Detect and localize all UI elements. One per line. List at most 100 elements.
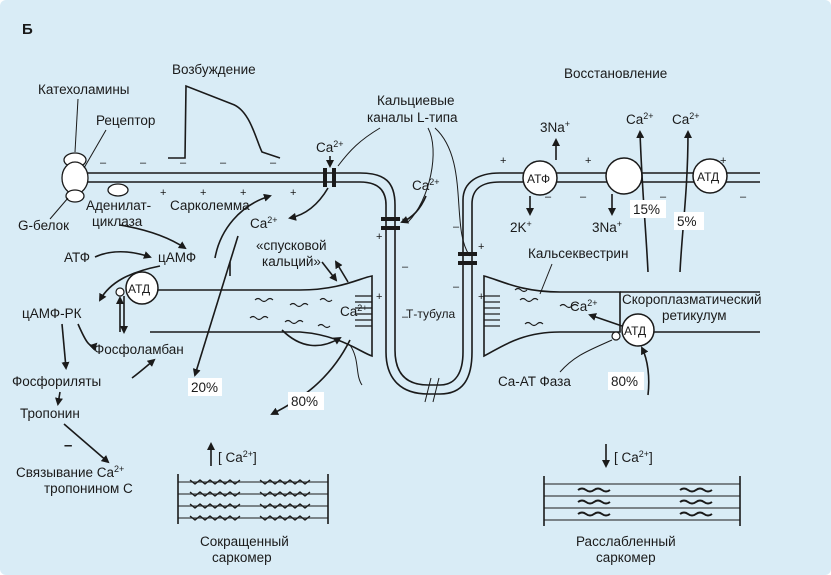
arrow-trigger-b [334,260,349,283]
label-trigger-1: «спусковой [256,238,327,253]
label-adenylate-2: циклаза [92,214,143,229]
label-2k-in: 2K+ [510,219,532,235]
conc-rise: [ Ca2+] [218,449,257,465]
sr-pump-regulator [611,331,621,341]
label-ca-atpase: Ca-AT Фаза [498,374,571,389]
svg-text:–: – [180,157,187,169]
ca-cytosol-1: Ca2+ [250,215,278,231]
pump-atd-sarcolemma [692,158,728,194]
sarcoplasmic-reticulum-right [483,274,760,358]
ca-sr-left: Ca2+ [340,303,368,319]
pointer-ca-atpase [559,339,613,373]
arrow-camp-channel [214,193,272,259]
label-3na-in: 3Na+ [592,219,622,235]
arrow-atp-camp [94,250,152,259]
l-type-channel-3 [458,252,477,265]
label-troponin: Тропонин [20,406,80,421]
pump-atd-left [125,271,159,305]
pointer-g-protein [49,197,69,220]
svg-text:–: – [453,221,460,233]
label-g-protein: G-белок [18,218,69,233]
badge-80-left-bg [288,392,324,410]
badge-20-bg [188,378,222,396]
svg-text:–: – [100,157,107,169]
label-atp: АТФ [64,250,90,265]
pointer-receptor [83,129,107,169]
svg-text:+: + [478,241,484,253]
pointer-catecholamines [74,98,79,153]
badge-80-right: 80% [611,374,638,389]
pointer-l-channels-c [434,127,471,257]
arrow-camp-pk [99,265,161,302]
sarcomere-contracted [177,474,329,524]
label-trigger-2: кальций» [262,254,321,269]
arrow-trigger-a [321,261,338,282]
pump-atd-left-label: АТД [128,282,150,296]
ca-entry-1: Ca2+ [316,139,344,155]
ca-sr-right: Ca2+ [570,298,598,314]
arrow-80-right [641,346,650,396]
label-relaxed-2: саркомер [596,550,656,565]
label-relaxed-1: Расслабленный [576,534,676,549]
pointer-l-channels-a [337,127,381,167]
receptor-complex [61,152,89,203]
badge-5: 5% [677,214,697,229]
svg-text:+: + [720,155,726,167]
svg-text:+: + [376,291,382,303]
svg-text:–: – [545,191,552,203]
badge-20: 20% [191,380,218,395]
arrow-phosph-troponin [55,391,63,406]
label-calsequestrin: Кальсеквестрин [528,246,628,261]
label-minus: – [64,437,72,454]
svg-text:–: – [660,191,667,203]
svg-text:–: – [580,191,587,203]
svg-text:–: – [740,191,747,203]
arrow-pk-phosphorylates [61,323,70,370]
badge-80-right-bg [608,372,644,390]
svg-text:+: + [290,187,296,199]
pump-atf [522,160,558,196]
arrow-80-percent-left [270,339,351,415]
label-l-channels-2: каналы L-типа [367,110,458,125]
label-contracted-2: саркомер [212,550,272,565]
svg-text:+: + [478,291,484,303]
pointer-calsequestrin [539,263,553,295]
label-recovery: Восстановление [564,66,667,81]
sarcolemma-membrane [62,172,760,403]
pump-atd-sr [621,313,655,347]
arrow-ca-tubule [400,195,427,224]
panel-letter: Б [22,21,33,38]
arrow-pk-phospholamban [77,323,98,352]
ca-out-1: Ca2+ [626,111,654,127]
l-type-channel-2 [381,217,400,230]
arrow-phosphorylates-phospholamban [131,358,156,379]
label-excitation: Возбуждение [172,62,256,77]
pump-atd-sarcolemma-label: АТД [697,170,719,184]
label-catecholamines: Катехоламины [38,82,130,97]
badge-15: 15% [633,202,660,217]
arrow-cyclase-camp [119,224,187,250]
l-type-channel-1 [323,168,336,187]
svg-text:+: + [200,187,206,199]
svg-text:–: – [402,261,409,273]
label-adenylate-1: Аденилат- [86,198,151,213]
exchanger-na-ca [605,157,643,195]
sarcomere-relaxed [543,476,741,526]
label-phosphorylates: Фосфориляты [12,374,101,389]
label-sr-1: Скороплазматический [622,292,762,307]
svg-text:+: + [500,155,506,167]
label-t-tubule: Т-тубула [406,307,455,321]
conc-fall: [ Ca2+] [614,449,653,465]
svg-text:–: – [402,311,409,323]
svg-text:–: – [453,281,460,293]
svg-text:+: + [240,187,246,199]
adenylate-cyclase-shape [107,183,129,197]
pump-atf-label: АТФ [527,172,550,186]
label-receptor: Рецептор [96,113,155,128]
svg-text:–: – [140,157,147,169]
label-l-channels-1: Кальциевые [377,93,454,108]
svg-text:+: + [376,231,382,243]
label-contracted-1: Сокращенный [200,534,289,549]
